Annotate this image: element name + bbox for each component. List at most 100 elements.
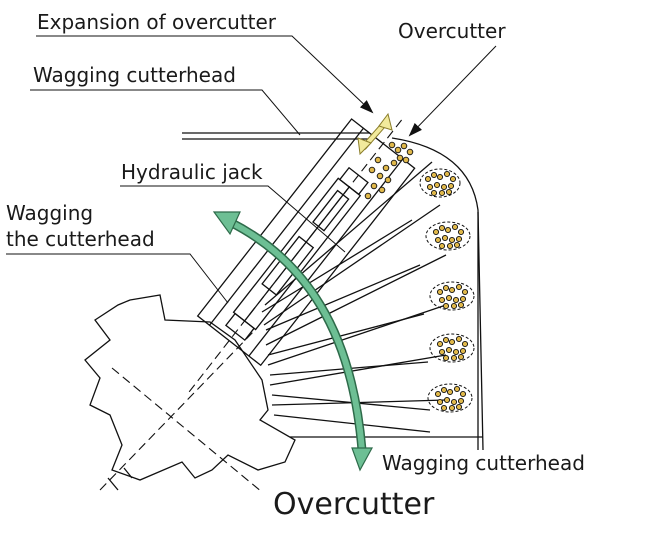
cutter-bit xyxy=(396,154,404,162)
cutter-bit xyxy=(443,396,451,404)
cutter-bit xyxy=(370,182,378,190)
cutter-bit xyxy=(441,234,449,242)
cutter-bit xyxy=(436,173,444,181)
cutter-bit xyxy=(384,176,392,184)
cutter-bit xyxy=(368,166,376,174)
cutter-bit xyxy=(447,182,455,190)
cutter-bit xyxy=(438,242,446,250)
leader-wagging-cutterhead-top xyxy=(30,89,301,136)
label-expansion-of-overcutter: Expansion of overcutter xyxy=(37,10,277,34)
cutter-bit xyxy=(455,403,463,411)
cutter-bit xyxy=(461,288,469,296)
wagging-rotation-arrow xyxy=(212,211,374,472)
cutter-bit xyxy=(402,156,410,164)
cutter-bit xyxy=(442,354,450,362)
leader-expansion xyxy=(36,35,374,114)
wagging-arm xyxy=(188,115,416,393)
body-centerline-1 xyxy=(111,367,263,493)
cutter-bit xyxy=(459,347,467,355)
cutter-bit xyxy=(457,301,465,309)
cutter-bit xyxy=(448,236,456,244)
cutter-bit xyxy=(438,296,446,304)
cutter-bit xyxy=(394,146,402,154)
cutter-bit xyxy=(364,192,372,200)
cutter-bit xyxy=(446,388,454,396)
cutter-bit xyxy=(436,398,444,406)
cutter-bit xyxy=(443,170,451,178)
cutter-bit xyxy=(438,348,446,356)
cutter-bit xyxy=(445,294,453,302)
cutter-bit xyxy=(452,348,460,356)
cutter-bit xyxy=(378,186,386,194)
cutter-bit xyxy=(448,286,456,294)
cutter-bit xyxy=(455,235,463,243)
cutter-bit xyxy=(442,284,450,292)
body-centerline-2 xyxy=(99,329,256,491)
cutter-bit xyxy=(444,226,452,234)
label-wagging-the-cutterhead-1: Wagging xyxy=(6,201,93,225)
cutter-bit xyxy=(461,340,469,348)
cutter-bit xyxy=(448,404,456,412)
guide-rails xyxy=(182,132,370,140)
cutter-bit xyxy=(448,338,456,346)
cutter-bit xyxy=(432,228,440,236)
cutter-bit xyxy=(426,183,434,191)
cutter-bit xyxy=(450,302,458,310)
cutter-bit xyxy=(436,288,444,296)
cutter-bit xyxy=(440,386,448,394)
cutter-bit xyxy=(382,164,390,172)
cutter-bit xyxy=(434,236,442,244)
cutter-bit xyxy=(438,224,446,232)
cutter-bit xyxy=(433,181,441,189)
face-bits xyxy=(424,170,469,412)
label-hydraulic-jack: Hydraulic jack xyxy=(121,160,263,184)
cutter-bit xyxy=(390,159,398,167)
cutter-bit xyxy=(442,336,450,344)
cutter-bit xyxy=(436,340,444,348)
cutter-bit xyxy=(453,241,461,249)
cutter-bit xyxy=(450,354,458,362)
label-wagging-cutterhead-top: Wagging cutterhead xyxy=(33,63,236,87)
label-wagging-the-cutterhead-2: the cutterhead xyxy=(6,227,155,251)
leader-overcutter xyxy=(408,45,497,137)
expansion-arrow xyxy=(357,112,393,156)
leader-hydraulic-jack xyxy=(120,185,346,253)
cutter-bit xyxy=(374,156,382,164)
cutter-bit xyxy=(376,172,384,180)
cutterhead-outline xyxy=(391,137,484,451)
leader-lines xyxy=(6,35,497,304)
cutter-bit xyxy=(450,398,458,406)
cutter-bit xyxy=(424,175,432,183)
rotation-arrow-head-top xyxy=(212,211,241,236)
cutter-bit xyxy=(451,223,459,231)
cutter-bit xyxy=(453,385,461,393)
cutter-bit xyxy=(452,296,460,304)
cutter-bit xyxy=(446,242,454,250)
body-outline xyxy=(84,294,296,481)
cutter-bit xyxy=(455,283,463,291)
cutter-bit xyxy=(442,302,450,310)
caption-overcutter: Overcutter xyxy=(273,487,435,522)
cutter-bit xyxy=(440,404,448,412)
cutter-bit xyxy=(438,189,446,197)
cutter-bit xyxy=(445,346,453,354)
label-wagging-cutterhead-bottom: Wagging cutterhead xyxy=(382,451,585,475)
cutter-bit xyxy=(449,175,457,183)
cutter-bit xyxy=(400,142,408,150)
cutter-bit xyxy=(388,141,396,149)
cutter-bit xyxy=(445,188,453,196)
cutter-bit xyxy=(440,183,448,191)
leader-wagging-the-cutterhead xyxy=(6,253,229,304)
machine-body xyxy=(84,294,296,493)
cutter-bit xyxy=(457,353,465,361)
cutter-bit xyxy=(455,335,463,343)
cutter-bit xyxy=(459,390,467,398)
cutter-bit xyxy=(430,189,438,197)
label-overcutter-top: Overcutter xyxy=(398,19,506,43)
overcutter-bits xyxy=(364,141,414,200)
cutter-bit-clusters xyxy=(419,168,475,413)
cutter-bit xyxy=(457,397,465,405)
cutter-bit xyxy=(457,228,465,236)
cutter-bit xyxy=(434,390,442,398)
